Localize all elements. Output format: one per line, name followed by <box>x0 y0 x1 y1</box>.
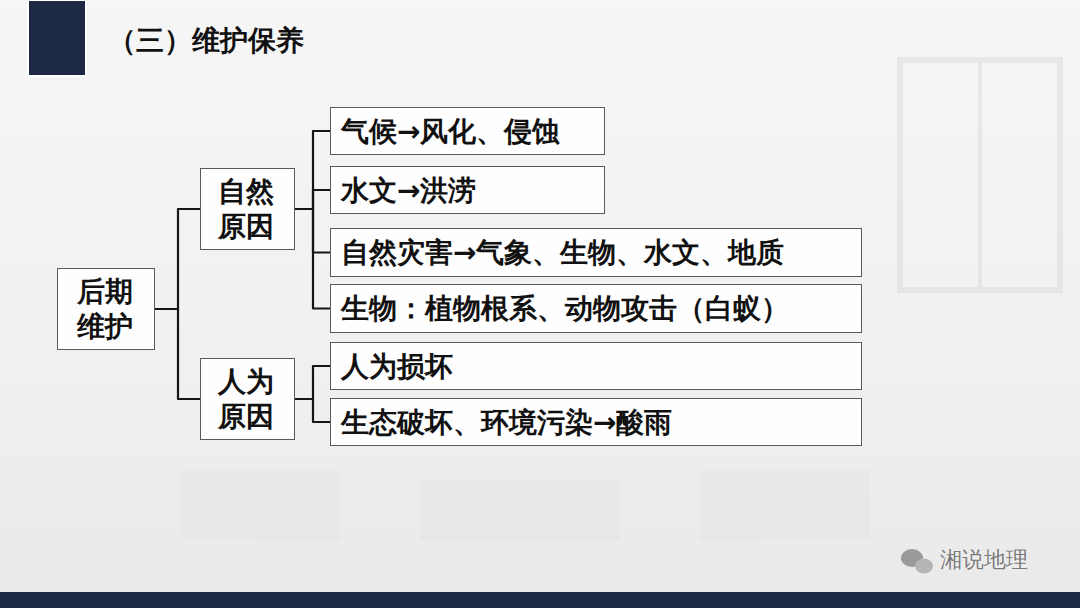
bracket-connector <box>155 309 200 399</box>
category-box: 人为原因 <box>200 358 295 440</box>
box-text: 人为损坏 <box>341 349 453 384</box>
bracket-connector <box>295 399 330 422</box>
slide-title: （三）维护保养 <box>108 22 304 60</box>
box-text: 水文→洪涝 <box>341 173 476 208</box>
footer-bar <box>0 592 1080 608</box>
corner-block <box>28 0 86 76</box>
box-text: 生物：植物根系、动物攻击（白蚁） <box>341 291 789 326</box>
category-box: 自然原因 <box>200 168 295 250</box>
watermark: 湘说地理 <box>940 545 1028 575</box>
box-text: 后期维护 <box>77 274 136 344</box>
item-box: 生态破坏、环境污染→酸雨 <box>330 398 862 446</box>
item-box: 自然灾害→气象、生物、水文、地质 <box>330 228 862 277</box>
bracket-connector <box>295 190 330 209</box>
item-box: 生物：植物根系、动物攻击（白蚁） <box>330 284 862 333</box>
item-box: 水文→洪涝 <box>330 166 605 214</box>
item-box: 人为损坏 <box>330 342 862 390</box>
bracket-connector <box>295 209 330 309</box>
item-box: 气候→风化、侵蚀 <box>330 107 605 155</box>
category-box: 后期维护 <box>57 268 155 350</box>
box-text: 自然原因 <box>218 174 277 244</box>
wechat-icon <box>901 549 933 574</box>
box-text: 气候→风化、侵蚀 <box>341 114 560 149</box>
bracket-connector <box>155 209 200 309</box>
classroom-photo <box>180 60 1060 540</box>
box-text: 人为原因 <box>218 364 277 434</box>
bracket-connector <box>295 131 330 209</box>
bracket-connector <box>295 366 330 399</box>
box-text: 自然灾害→气象、生物、水文、地质 <box>341 235 784 270</box>
box-text: 生态破坏、环境污染→酸雨 <box>341 405 672 440</box>
